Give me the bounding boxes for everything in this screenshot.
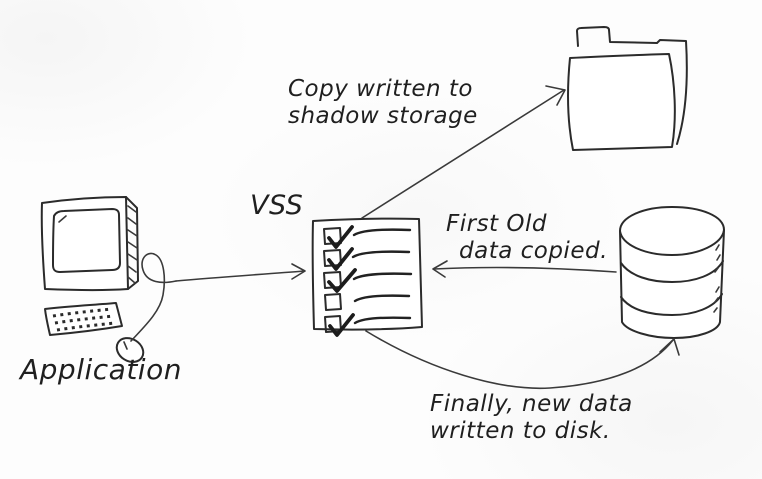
mouse-icon bbox=[115, 252, 177, 363]
folder-icon bbox=[567, 26, 688, 151]
finally-arrow-label-line2: written to disk. bbox=[430, 417, 611, 444]
checklist-row bbox=[323, 225, 412, 249]
first-old-arrow-label: First Old data copied. bbox=[446, 211, 608, 264]
checklist-row bbox=[323, 268, 413, 293]
database-icon bbox=[619, 206, 725, 339]
finally-arrow-label: Finally, new data written to disk. bbox=[430, 391, 633, 444]
copy-arrow-label: Copy written to shadow storage bbox=[288, 76, 478, 129]
arrow-disk-to-vss bbox=[432, 260, 617, 278]
finally-arrow-label-line1: Finally, new data bbox=[430, 391, 633, 417]
checklist-row bbox=[324, 313, 412, 337]
first-old-arrow-label-line1: First Old bbox=[446, 211, 547, 237]
arrow-app-to-vss bbox=[175, 263, 306, 282]
keyboard-icon bbox=[44, 302, 123, 336]
checklist-row bbox=[324, 293, 411, 311]
desktop-computer-icon bbox=[40, 196, 177, 363]
monitor-icon bbox=[40, 196, 139, 292]
vss-label: VSS bbox=[250, 190, 304, 221]
arrow-vss-to-disk bbox=[365, 330, 680, 390]
checklist-row bbox=[323, 247, 411, 271]
copy-arrow-label-line2: shadow storage bbox=[288, 102, 478, 129]
arrow-vss-to-shadow bbox=[361, 85, 566, 219]
checklist-icon bbox=[311, 217, 423, 337]
application-label: Application bbox=[20, 353, 182, 386]
copy-arrow-label-line1: Copy written to bbox=[288, 76, 473, 102]
first-old-arrow-label-line2: data copied. bbox=[459, 237, 608, 264]
